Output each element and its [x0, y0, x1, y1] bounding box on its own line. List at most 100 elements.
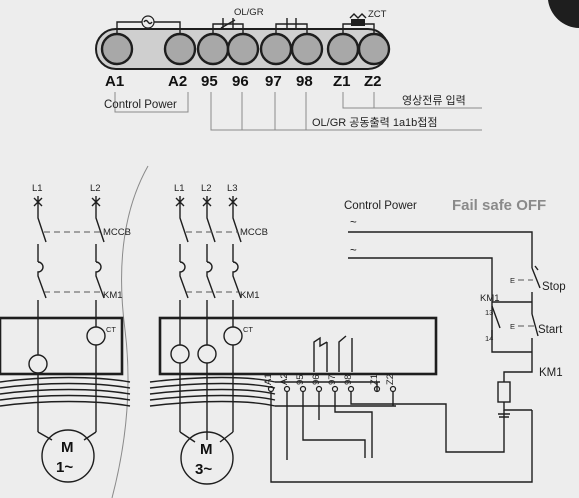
- left-km1-label: KM1: [103, 290, 123, 301]
- left-fuse-icons: [33, 196, 101, 214]
- terminal-97[interactable]: [259, 32, 293, 66]
- ac-symbol-1: ~: [350, 217, 357, 229]
- control-line-top: [348, 231, 533, 268]
- stop-switch: [531, 267, 541, 312]
- terminal-label-z2: Z2: [364, 73, 382, 90]
- right-l2-label: L2: [201, 183, 212, 194]
- no-contact-icon: [286, 18, 297, 30]
- relay-label-a2: A2: [279, 373, 290, 385]
- right-km1-label: KM1: [240, 290, 260, 301]
- terminal-strip: OL/GR ZCT A1 A2 95 96 97 98 Z1 Z2 Contro…: [95, 7, 482, 131]
- coil-return: [503, 402, 532, 411]
- right-mccb-switch-1: [179, 214, 189, 262]
- right-ct-2: [197, 344, 217, 364]
- left-motor-leads: [37, 431, 97, 441]
- single-phase-circuit: L1 L2 MCCB KM1 CT M: [0, 183, 131, 483]
- control-power-leader: [114, 92, 189, 113]
- terminal-a1[interactable]: [100, 32, 134, 66]
- left-motor-phase: 1~: [56, 459, 73, 476]
- relay-label-z2: Z2: [385, 374, 396, 385]
- terminal-z1[interactable]: [326, 32, 360, 66]
- right-mccb-switch-3: [232, 214, 242, 262]
- left-motor: [41, 429, 95, 483]
- right-motor-leads: [179, 431, 234, 443]
- terminal-96[interactable]: [226, 32, 260, 66]
- ac-symbol-2: ~: [350, 245, 357, 257]
- olgr-leader-drops: [241, 92, 307, 130]
- start-pushbutton-label: E: [510, 322, 515, 331]
- ac-wave-icon: [143, 19, 153, 25]
- relay-terminal-dots: [267, 385, 397, 393]
- wire-97: [334, 392, 373, 458]
- left-mccb-switch-1: [37, 214, 47, 262]
- terminal-label-z1: Z1: [333, 73, 351, 90]
- control-power-label: Control Power: [104, 99, 177, 111]
- relay-label-96: 96: [311, 374, 322, 385]
- wire-98: [350, 392, 505, 453]
- olgr-leader: [210, 92, 482, 131]
- stop-switch-tick: [534, 265, 539, 271]
- control-circuit-title: Control Power: [344, 200, 417, 212]
- right-km1-contact-3: [232, 261, 242, 320]
- nc-contact-icon: [220, 18, 236, 30]
- terminal-z2[interactable]: [357, 32, 391, 66]
- zct-coil-icon: [351, 19, 365, 26]
- left-ct-label: CT: [106, 325, 116, 334]
- start-label[interactable]: Start: [538, 324, 563, 336]
- zct-input-label: 영상전류 입력: [402, 94, 466, 107]
- relay-label-z1: Z1: [369, 374, 380, 385]
- terminal-label-95: 95: [201, 73, 218, 90]
- zct-wave-icon: [349, 13, 367, 19]
- relay-no-contact-icon: [338, 335, 353, 372]
- right-motor-phase: 3~: [195, 461, 212, 478]
- zct-group-label: ZCT: [368, 9, 387, 20]
- left-motor-m: M: [61, 439, 74, 456]
- terminal-label-97: 97: [265, 73, 282, 90]
- left-relay-box: [0, 316, 124, 376]
- km1-aux-contact: [491, 305, 532, 353]
- terminal-a2[interactable]: [163, 32, 197, 66]
- right-l1-label: L1: [174, 183, 185, 194]
- terminal-label-a2: A2: [168, 73, 187, 90]
- right-l3-label: L3: [227, 183, 238, 194]
- stop-label[interactable]: Stop: [542, 281, 566, 293]
- fail-safe-mode-label: Fail safe OFF: [452, 197, 546, 214]
- terminal-98[interactable]: [290, 32, 324, 66]
- wire-a1: [270, 392, 533, 483]
- left-l2-label: L2: [90, 183, 101, 194]
- km1-coil: [497, 381, 511, 403]
- right-motor: [180, 431, 234, 485]
- contact-14-label: 14: [485, 334, 493, 343]
- relay-label-a1: A1: [263, 373, 274, 385]
- control-line-bottom: [348, 257, 493, 340]
- olgr-group-label: OL/GR: [234, 7, 264, 18]
- divider-curve: [111, 165, 149, 498]
- olgr-no-bracket: [275, 23, 308, 33]
- relay-terminal-labels: A1 A2 95 96 97 98 Z1 Z2: [263, 373, 396, 385]
- right-zct-loops: [149, 376, 396, 407]
- right-ct-3: [223, 326, 243, 346]
- zct-leader: [342, 92, 482, 109]
- terminal-95[interactable]: [196, 32, 230, 66]
- coil-feed: [503, 362, 533, 382]
- terminal-label-98: 98: [296, 73, 313, 90]
- start-switch: [492, 301, 539, 362]
- relay-label-98: 98: [343, 374, 354, 385]
- stop-pushbutton-label: E: [510, 276, 515, 285]
- right-km1-contact-2: [206, 261, 216, 320]
- km1-coil-label: KM1: [539, 367, 563, 379]
- right-fuse-icons: [175, 196, 238, 214]
- control-wiring: [270, 392, 533, 483]
- contact-13-label: 13: [485, 308, 493, 317]
- right-motor-m: M: [200, 441, 213, 458]
- relay-nc-contact-icon: [313, 336, 328, 372]
- right-km1-contact-1: [179, 261, 189, 320]
- three-phase-circuit: L1 L2 L3 MCCB KM1 CT A1 A2: [149, 183, 438, 485]
- corner-badge: [548, 0, 579, 28]
- left-mccb-switch-2: [95, 214, 105, 262]
- relay-label-97: 97: [327, 374, 338, 385]
- right-mccb-label: MCCB: [240, 227, 268, 238]
- terminal-labels: A1 A2 95 96 97 98 Z1 Z2: [105, 73, 382, 90]
- terminal-label-96: 96: [232, 73, 249, 90]
- left-l1-label: L1: [32, 183, 43, 194]
